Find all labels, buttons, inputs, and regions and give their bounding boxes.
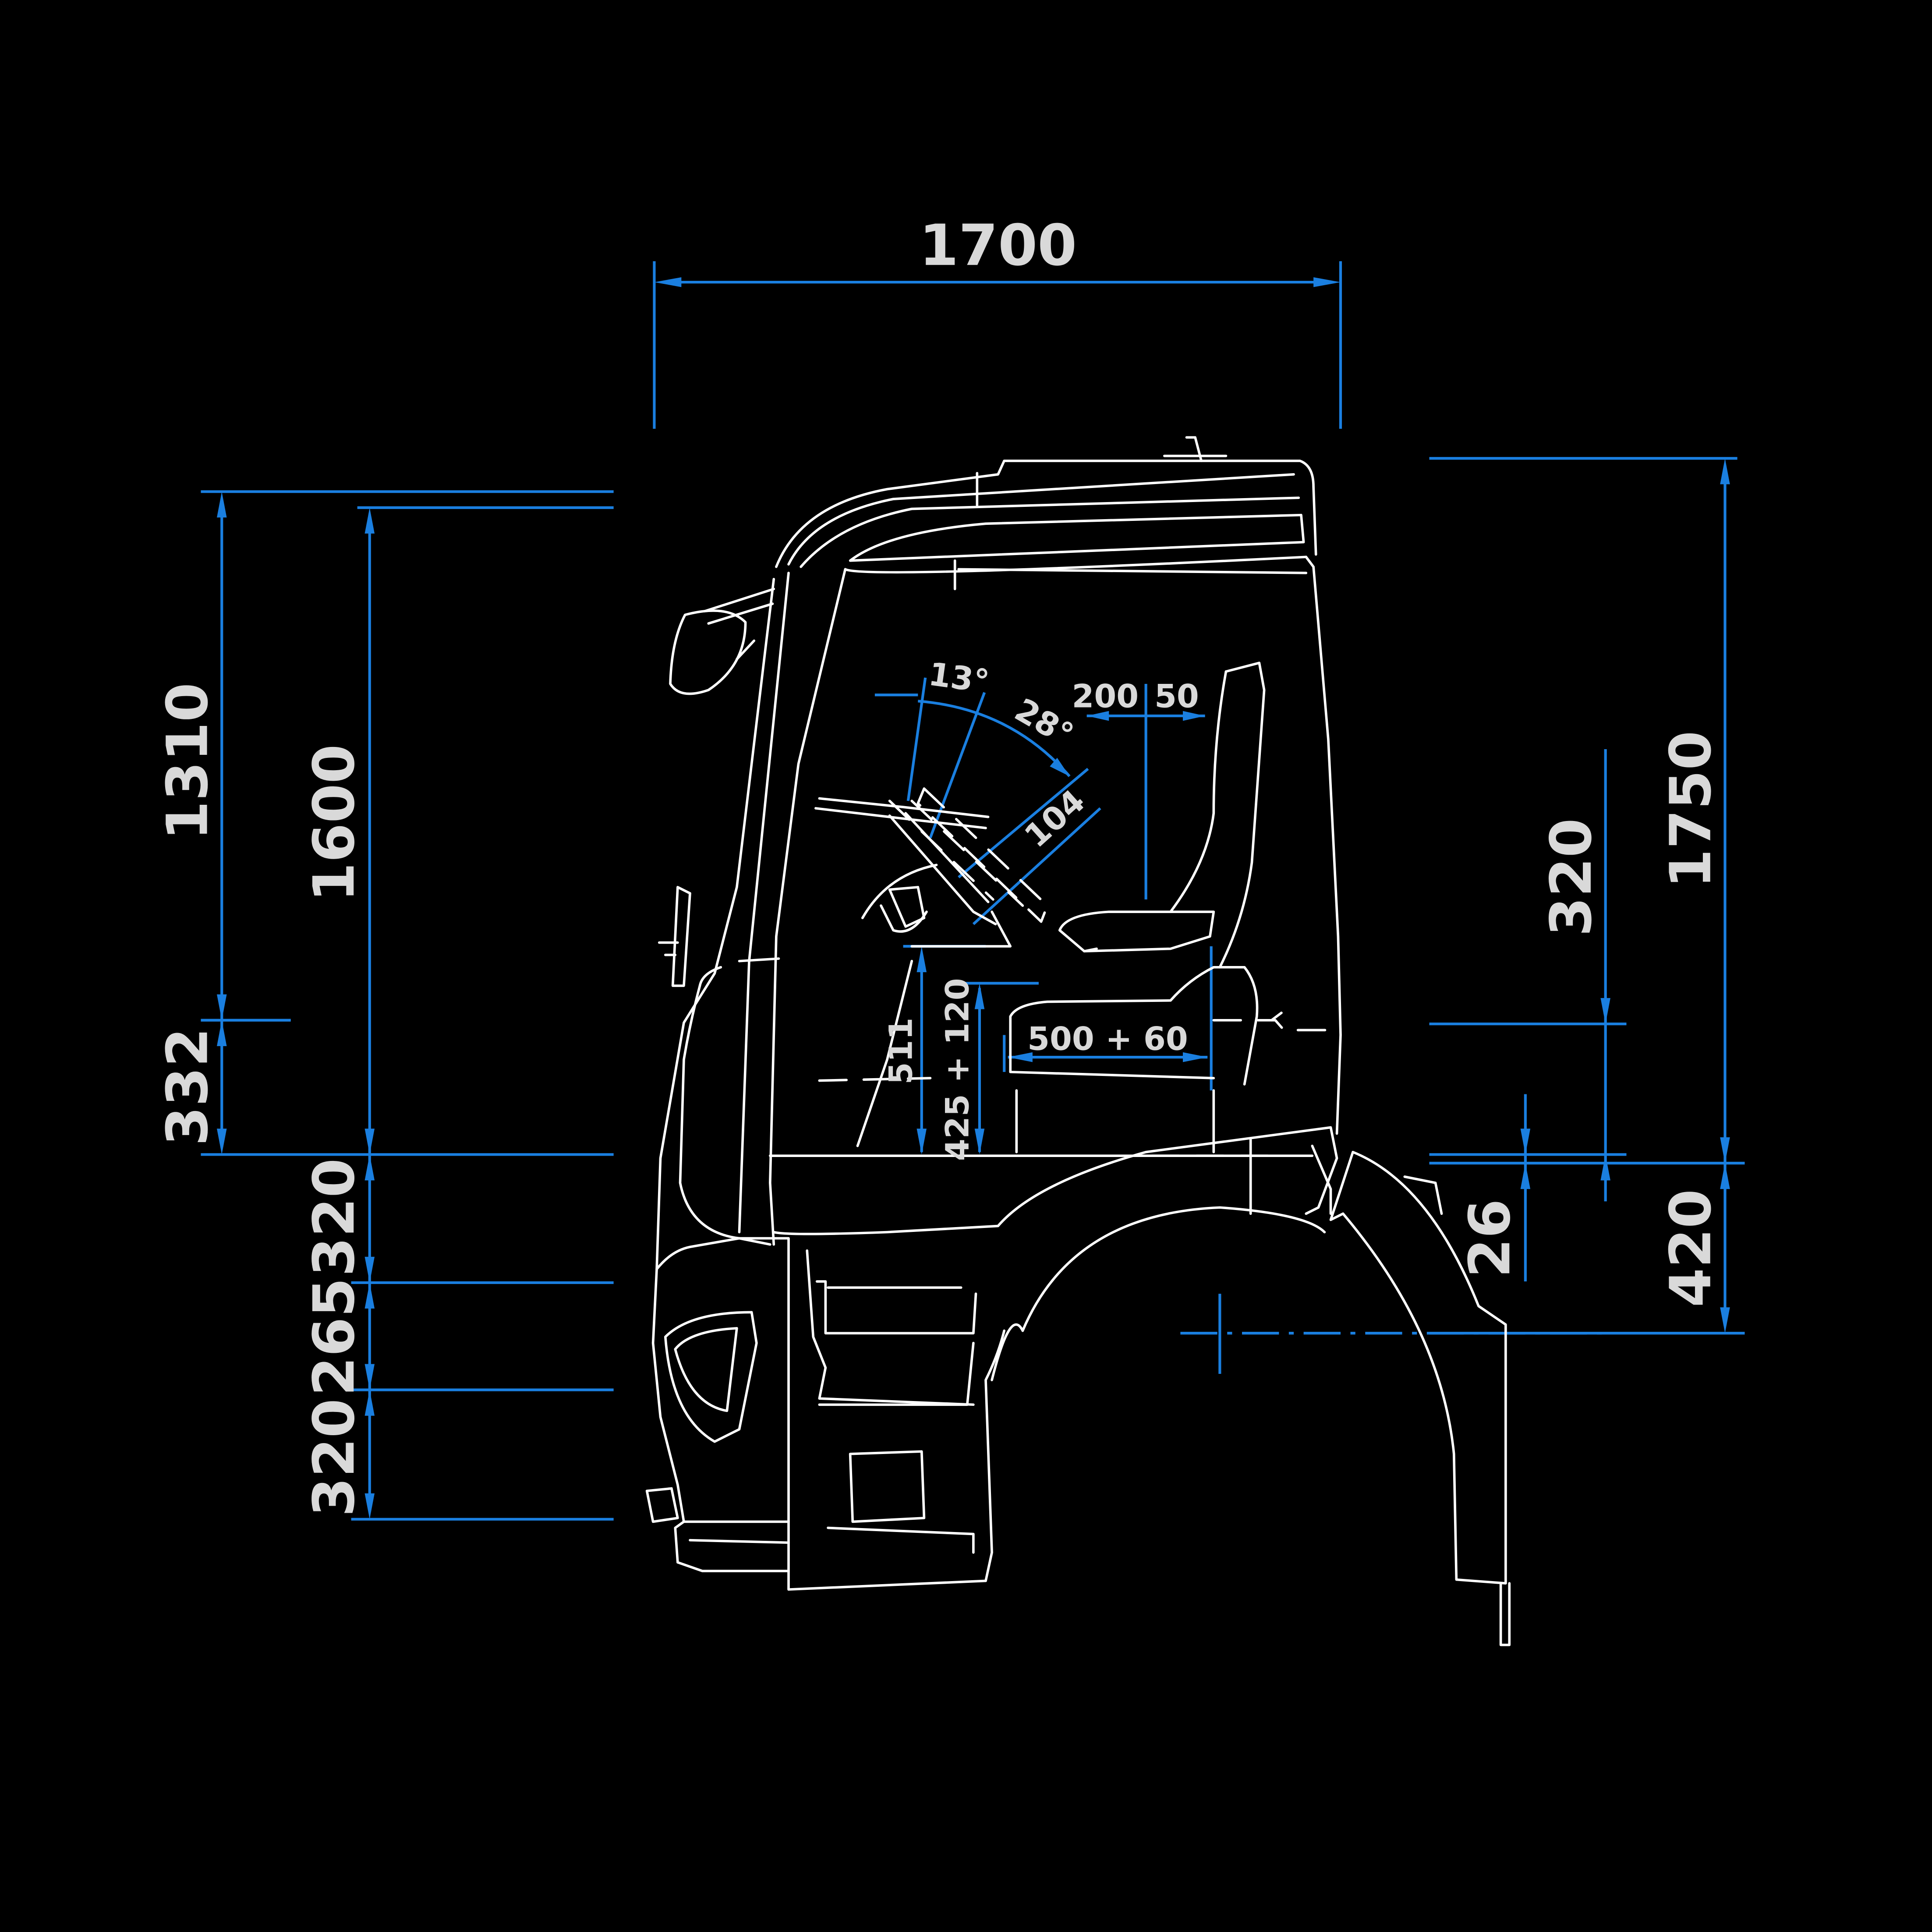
dim-seat-height-right: 320 <box>1538 818 1604 936</box>
cab-outline <box>645 436 1511 1646</box>
dim-step-2: 265 <box>301 1278 367 1396</box>
dim-overall-height-right: 1750 <box>1658 731 1724 888</box>
dim-floor-offset: 26 <box>1457 1199 1523 1278</box>
dimension-arrowheads <box>217 277 1730 1519</box>
dim-wheel-height: 511 <box>882 1018 920 1085</box>
dim-upper-height-left: 1310 <box>155 683 221 840</box>
dim-step-1: 320 <box>301 1158 367 1277</box>
dim-axle-to-floor: 420 <box>1658 1189 1724 1307</box>
dim-wheel-adjust: 104 <box>1018 782 1092 855</box>
dim-cab-width: 1700 <box>919 212 1077 279</box>
dim-angle-large: 28° <box>1008 691 1079 754</box>
dim-step-3: 320 <box>301 1398 367 1517</box>
dim-seat-height: 425 + 120 <box>939 978 977 1161</box>
dim-seat-travel: 500 + 60 <box>1027 1020 1188 1058</box>
dim-lower-left: 332 <box>155 1028 221 1146</box>
dim-seat-aft: 50 <box>1154 678 1199 715</box>
dim-seat-fore: 200 <box>1072 678 1139 715</box>
dim-interior-height: 1600 <box>301 744 367 902</box>
dimension-labels: 1700 1310 1600 332 320 265 320 1750 320 … <box>155 212 1724 1517</box>
dim-angle-small: 13° <box>926 655 991 701</box>
